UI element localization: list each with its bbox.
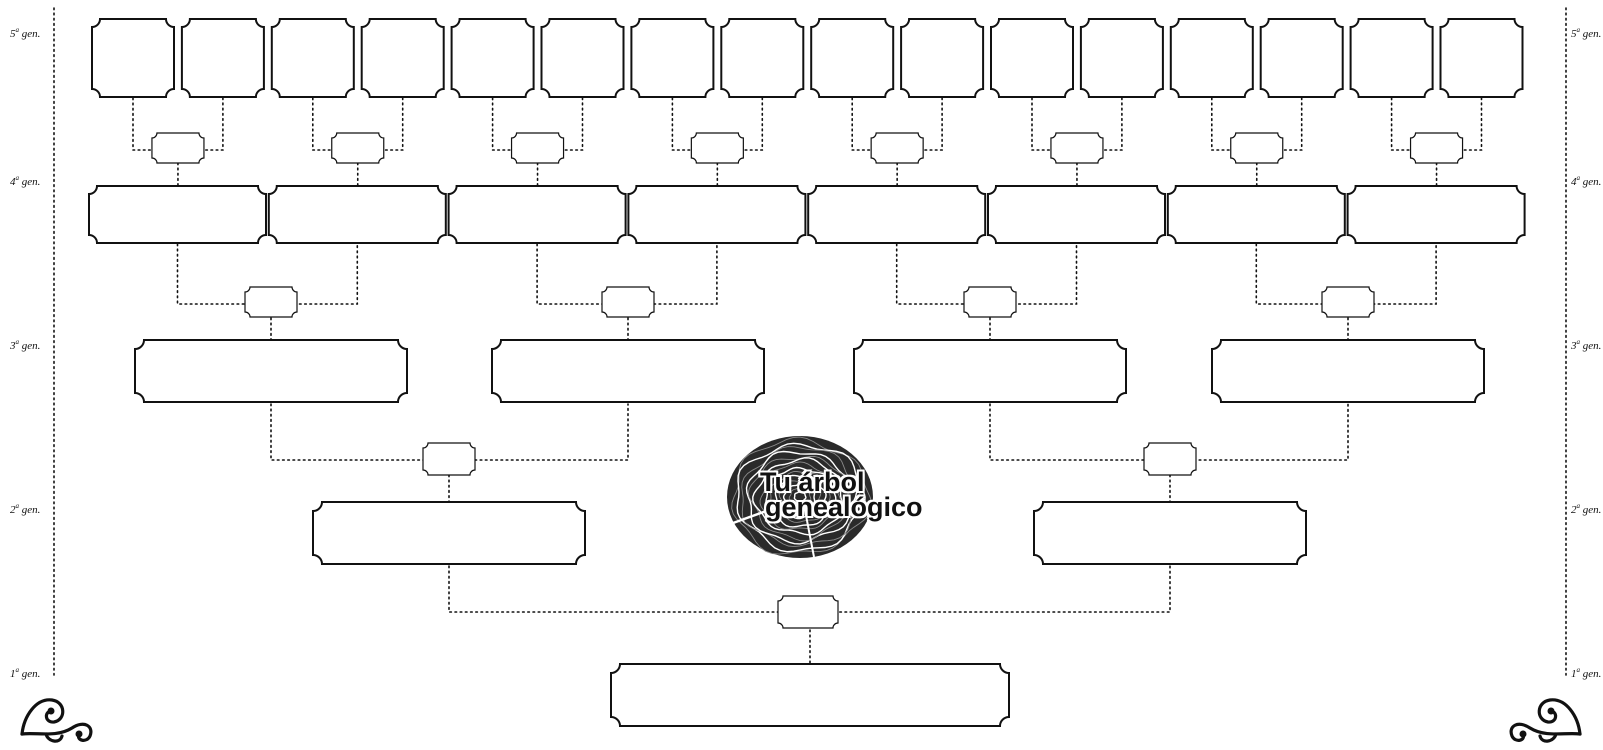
logo-title-line-2: genealógico — [765, 495, 970, 520]
person-box-gen2 — [1034, 502, 1306, 564]
person-box-gen5 — [452, 19, 534, 97]
person-box-gen2 — [313, 502, 585, 564]
person-box-gen5 — [272, 19, 354, 97]
person-box-gen4 — [628, 186, 805, 243]
person-box-gen5 — [362, 19, 444, 97]
union-tag-gen4 — [1231, 133, 1283, 163]
union-tag-gen4 — [691, 133, 743, 163]
union-tag-gen3 — [602, 287, 654, 317]
union-tag-gen3 — [1322, 287, 1374, 317]
flourish-curl — [1539, 700, 1580, 734]
flourish-dot — [48, 708, 55, 715]
union-tag-gen3 — [964, 287, 1016, 317]
person-box-gen5 — [1351, 19, 1433, 97]
person-box-gen4 — [808, 186, 985, 243]
gen-label-3-right: 3a gen. — [1571, 336, 1601, 352]
person-box-gen5 — [631, 19, 713, 97]
person-box-gen5 — [1081, 19, 1163, 97]
flourish-curl — [22, 700, 63, 734]
person-box-gen4 — [89, 186, 266, 243]
person-box-gen5 — [1441, 19, 1523, 97]
gen-label-3-left: 3a gen. — [10, 336, 40, 352]
union-tag-gen1 — [778, 596, 838, 628]
union-tag-gen4 — [152, 133, 204, 163]
gen-label-2-right: 2a gen. — [1571, 500, 1601, 516]
gen-label-1-left: 1a gen. — [10, 664, 40, 680]
flourish-dot — [1520, 731, 1527, 738]
person-box-gen4 — [988, 186, 1165, 243]
gen-label-4-left: 4a gen. — [10, 172, 40, 188]
person-box-gen4 — [1168, 186, 1345, 243]
person-box-gen5 — [92, 19, 174, 97]
corner-flourish-left — [22, 700, 91, 741]
person-box-gen5 — [182, 19, 264, 97]
union-tag-gen3 — [245, 287, 297, 317]
person-box-gen5 — [542, 19, 624, 97]
person-box-gen5 — [811, 19, 893, 97]
person-box-gen4 — [269, 186, 446, 243]
gen-label-5-right: 5a gen. — [1571, 24, 1601, 40]
person-box-gen5 — [901, 19, 983, 97]
person-box-gen5 — [1261, 19, 1343, 97]
person-box-gen5 — [1171, 19, 1253, 97]
union-tag-gen4 — [1051, 133, 1103, 163]
gen-label-5-left: 5a gen. — [10, 24, 40, 40]
flourish-dot — [76, 731, 83, 738]
person-box-gen1 — [611, 664, 1009, 726]
gen-label-4-right: 4a gen. — [1571, 172, 1601, 188]
corner-flourish-right — [1511, 700, 1580, 741]
person-box-gen5 — [991, 19, 1073, 97]
person-box-gen5 — [721, 19, 803, 97]
union-tag-gen4 — [871, 133, 923, 163]
union-tag-gen4 — [1411, 133, 1463, 163]
union-tag-gen2 — [423, 443, 475, 475]
flourish-dot — [1548, 708, 1555, 715]
person-box-gen3 — [135, 340, 407, 402]
person-box-gen4 — [449, 186, 626, 243]
gen-label-1-right: 1a gen. — [1571, 664, 1601, 680]
person-box-gen3 — [1212, 340, 1484, 402]
person-box-gen3 — [854, 340, 1126, 402]
person-box-gen3 — [492, 340, 764, 402]
union-tag-gen4 — [512, 133, 564, 163]
gen-label-2-left: 2a gen. — [10, 500, 40, 516]
person-box-gen4 — [1348, 186, 1525, 243]
union-tag-gen4 — [332, 133, 384, 163]
union-tag-gen2 — [1144, 443, 1196, 475]
logo-title: Tu árbol genealógico — [760, 470, 970, 520]
